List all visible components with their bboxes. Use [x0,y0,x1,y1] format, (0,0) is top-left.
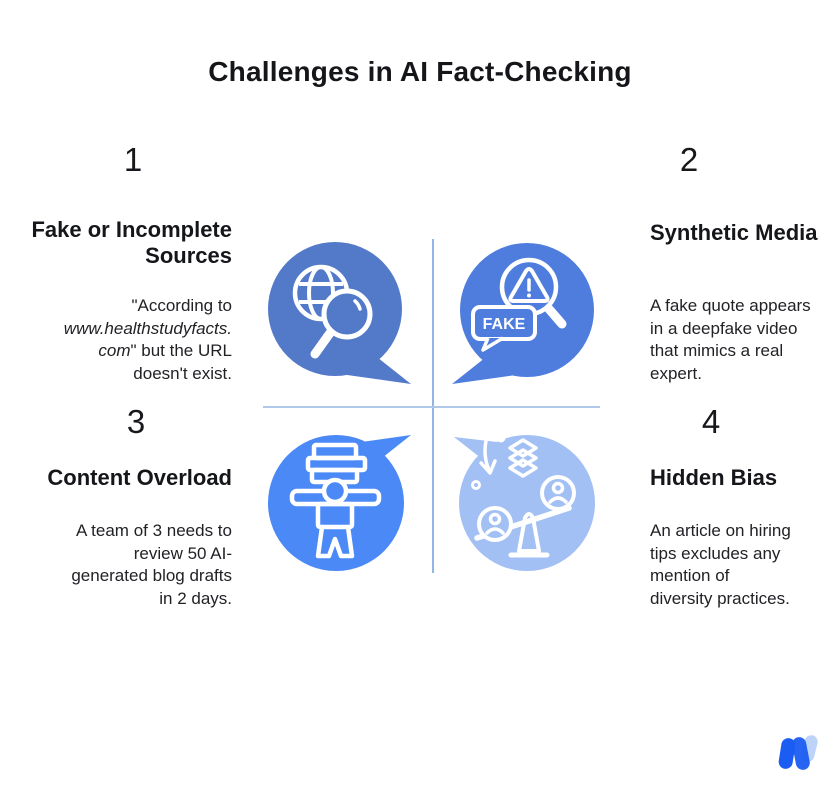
step-number-4: 4 [701,403,721,440]
logo-shape-left [778,738,796,769]
quadrant-title-content-overload: Content Overload [47,465,232,490]
speech-bubble-synthetic-media: FAKE [452,243,594,384]
fake-alert-magnifier-icon: FAKE [471,257,567,352]
quadrant-body-synthetic-media: A fake quote appears in a deepfake video… [650,295,835,385]
body-text: " but the URL [130,341,232,360]
quadrant-title-synthetic-media: Synthetic Media [650,220,818,245]
speech-bubble-content-overload [268,435,411,571]
body-text: that mimics a real [650,341,784,360]
quadrant-body-fake-sources: "According to www.healthstudyfacts. com"… [10,295,232,385]
quadrant-title-hidden-bias: Hidden Bias [650,465,778,490]
body-text: doesn't exist. [133,363,232,383]
speech-bubble-fake-sources [268,242,411,384]
body-text: mention of [650,566,730,585]
quadrant-body-hidden-bias: An article on hiring tips excludes any m… [650,520,835,610]
body-text: tips excludes any [650,543,781,563]
quadrant-body-content-overload: A team of 3 needs to review 50 AI- gener… [10,520,232,610]
body-text: review 50 AI- [133,543,232,563]
page-title: Challenges in AI Fact-Checking [208,56,632,87]
step-number-2: 2 [679,141,699,178]
body-text: A team of 3 needs to [76,521,232,540]
body-text: An article on hiring [650,521,791,540]
body-text: A fake quote appears [650,296,811,315]
body-text: diversity practices. [650,588,790,608]
person-carrying-stack-icon [289,442,382,559]
globe-search-icon [292,264,373,359]
body-text-url: www.healthstudyfacts. [63,318,232,338]
brand-logo [778,735,818,770]
body-text: in 2 days. [159,588,232,608]
quadrant-title-fake-sources: Fake or Incomplete Sources [31,217,232,268]
fake-label: FAKE [483,316,526,333]
step-number-3: 3 [126,403,146,440]
body-text: "According to [131,296,232,315]
body-text: generated blog drafts [71,566,232,585]
body-text: expert. [650,363,702,383]
step-number-1: 1 [123,141,143,178]
body-text-url: com [98,341,131,360]
divider-horizontal [263,406,600,408]
speech-bubble-hidden-bias [454,433,595,571]
body-text: in a deepfake video [650,318,798,338]
bias-seesaw-icon [471,433,576,558]
logo-shape-right [792,737,810,770]
